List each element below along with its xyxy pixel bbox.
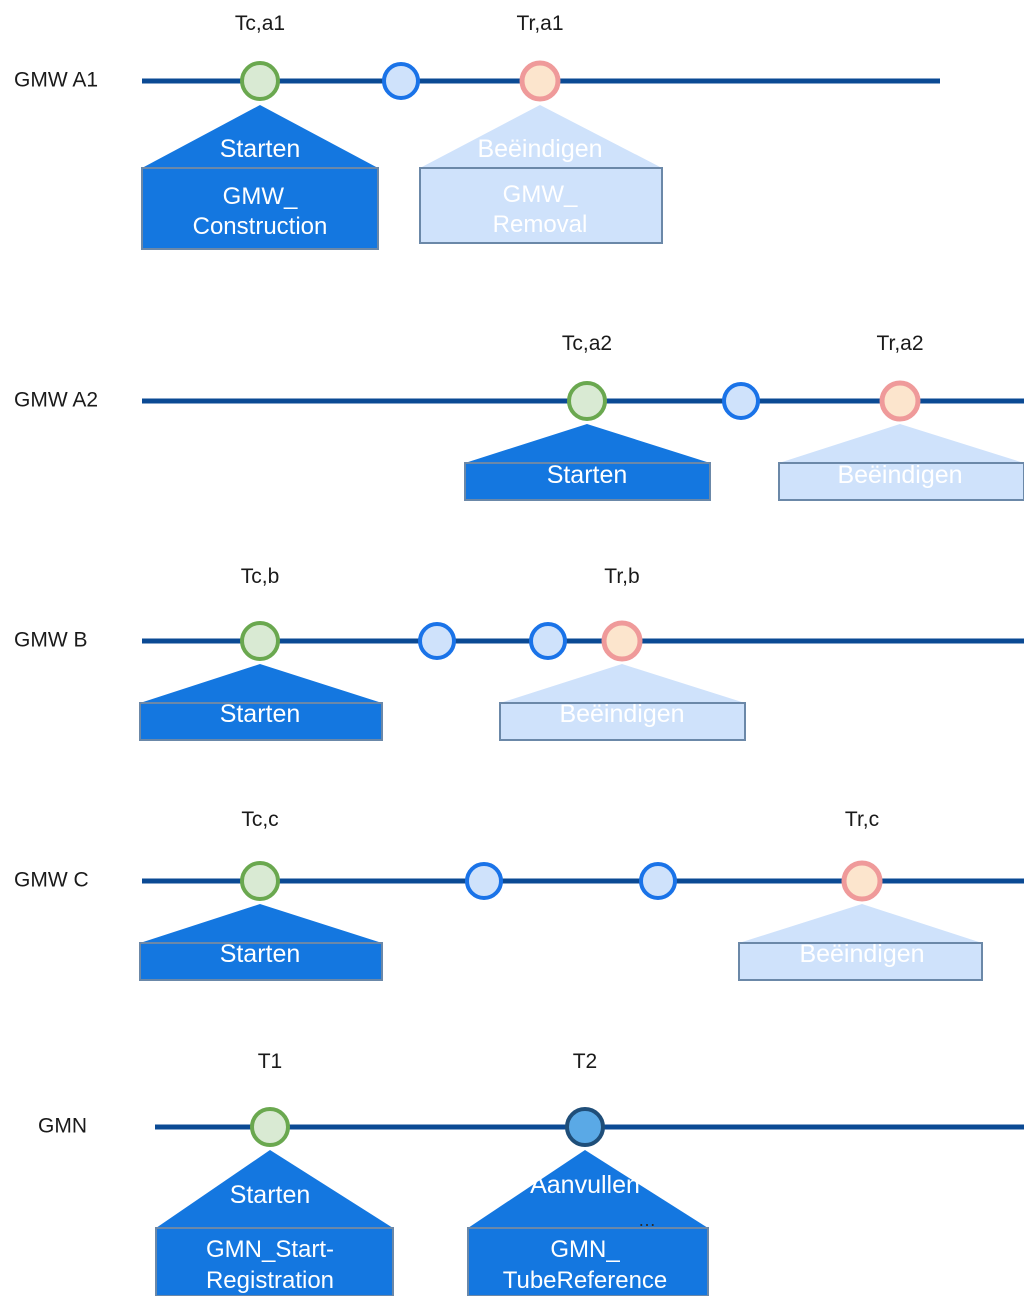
tick-label-gmw-a1-2: Tr,a1 bbox=[516, 12, 563, 35]
row-label-gmw-c: GMW C bbox=[14, 869, 89, 892]
green-start-event-gmw-b-0[interactable] bbox=[240, 621, 280, 661]
house-starten-c-action-label: Starten bbox=[220, 940, 301, 968]
green-start-event-gmn-0[interactable] bbox=[250, 1107, 290, 1147]
tick-label-gmw-a1-0: Tc,a1 bbox=[235, 12, 285, 35]
tick-label-gmw-b-3: Tr,b bbox=[604, 565, 639, 588]
house-gmn-start-registration-body bbox=[155, 1227, 394, 1296]
green-start-event-gmw-a1-0[interactable] bbox=[240, 61, 280, 101]
green-start-event-gmw-c-0[interactable] bbox=[240, 861, 280, 901]
house-gmw-removal-body bbox=[419, 167, 663, 244]
house-gmn-tubereference-action-label: Aanvullen bbox=[530, 1171, 640, 1199]
red-end-event-gmw-a1-2[interactable] bbox=[519, 60, 561, 102]
house-starten-b-action-label: Starten bbox=[220, 700, 301, 728]
house-starten-a2-roof bbox=[465, 424, 710, 463]
red-end-event-gmw-c-3[interactable] bbox=[841, 860, 883, 902]
house-gmw-construction-action-label: Starten bbox=[220, 135, 301, 163]
house-gmn-start-registration-action-label: Starten bbox=[230, 1181, 311, 1209]
house-starten-a2-action-label: Starten bbox=[547, 461, 628, 489]
house-beeindigen-c-action-label: Beëindigen bbox=[799, 940, 924, 968]
tick-label-gmw-a2-0: Tc,a2 bbox=[562, 332, 612, 355]
house-beeindigen-a2-action-label: Beëindigen bbox=[837, 461, 962, 489]
house-gmn-tubereference-ellipsis: … bbox=[638, 1210, 658, 1230]
green-start-event-gmw-a2-0[interactable] bbox=[567, 381, 607, 421]
house-starten-a2-body bbox=[464, 462, 711, 501]
red-end-event-gmw-b-3[interactable] bbox=[601, 620, 643, 662]
tick-label-gmw-c-3: Tr,c bbox=[845, 808, 879, 831]
house-gmw-construction-body-line-1: Construction bbox=[193, 213, 328, 240]
house-beeindigen-c: Beëindigen bbox=[738, 904, 983, 981]
tick-label-gmn-0: T1 bbox=[258, 1050, 283, 1073]
house-starten-b: Starten bbox=[139, 664, 383, 741]
blue-event-gmw-a1-1[interactable] bbox=[382, 62, 420, 100]
blue-event-gmw-a2-1[interactable] bbox=[722, 382, 760, 420]
house-starten-b-roof bbox=[140, 664, 382, 703]
timeline-row-gmw-a2: Starten Beëindigen GMW A2 Tc,a2 Tr,a2 bbox=[14, 332, 1024, 501]
house-gmw-construction-body bbox=[141, 167, 379, 250]
timeline-row-gmw-b: Starten Beëindigen GMW B Tc,b Tr,b bbox=[14, 565, 1024, 741]
row-label-gmw-a2: GMW A2 bbox=[14, 389, 98, 412]
house-gmn-tubereference: Aanvullen … GMN_ TubeReference bbox=[467, 1150, 709, 1296]
blue-event-gmw-b-1[interactable] bbox=[418, 622, 456, 660]
tick-label-gmw-a2-2: Tr,a2 bbox=[876, 332, 923, 355]
house-beeindigen-b-body bbox=[499, 702, 746, 741]
house-gmw-construction-roof bbox=[142, 105, 378, 168]
house-starten-a2: Starten bbox=[464, 424, 711, 501]
blue-event-gmw-c-1[interactable] bbox=[465, 862, 503, 900]
house-gmw-removal-body-line-0: GMW_ bbox=[503, 181, 578, 208]
blue-event-gmw-c-2[interactable] bbox=[639, 862, 677, 900]
house-gmn-start-registration-body-line-0: GMN_Start- bbox=[206, 1236, 334, 1263]
house-gmn-tubereference-body-line-1: TubeReference bbox=[503, 1267, 668, 1294]
tick-label-gmw-b-0: Tc,b bbox=[241, 565, 280, 588]
house-beeindigen-a2: Beëindigen bbox=[778, 424, 1024, 501]
blue-event-gmw-b-2[interactable] bbox=[529, 622, 567, 660]
house-gmn-start-registration-body-line-1: Registration bbox=[206, 1267, 334, 1294]
row-label-gmw-a1: GMW A1 bbox=[14, 69, 98, 92]
house-gmn-tubereference-body-line-0: GMN_ bbox=[550, 1236, 620, 1263]
red-end-event-gmw-a2-2[interactable] bbox=[879, 380, 921, 422]
house-gmn-start-registration-roof bbox=[156, 1150, 393, 1228]
house-starten-b-body bbox=[139, 702, 383, 741]
tick-label-gmn-1: T2 bbox=[573, 1050, 598, 1073]
house-beeindigen-a2-body bbox=[778, 462, 1024, 501]
house-beeindigen-c-body bbox=[738, 942, 983, 981]
house-gmn-tubereference-body bbox=[467, 1227, 709, 1296]
house-gmn-tubereference-roof bbox=[468, 1150, 708, 1228]
house-gmw-removal-roof bbox=[420, 105, 662, 168]
house-beeindigen-b-action-label: Beëindigen bbox=[559, 700, 684, 728]
house-beeindigen-b-roof bbox=[500, 664, 745, 703]
house-starten-c: Starten bbox=[139, 904, 383, 981]
timeline-row-gmw-c: Starten Beëindigen GMW C Tc,c Tr,c bbox=[14, 808, 1024, 981]
navy-event-gmn-1[interactable] bbox=[565, 1107, 605, 1147]
row-label-gmw-b: GMW B bbox=[14, 629, 88, 652]
house-beeindigen-b: Beëindigen bbox=[499, 664, 746, 741]
house-beeindigen-a2-roof bbox=[779, 424, 1024, 463]
house-beeindigen-c-roof bbox=[739, 904, 982, 943]
tick-label-gmw-c-0: Tc,c bbox=[241, 808, 278, 831]
house-gmw-construction-body-line-0: GMW_ bbox=[223, 183, 298, 210]
house-gmw-removal-action-label: Beëindigen bbox=[477, 135, 602, 163]
house-starten-c-body bbox=[139, 942, 383, 981]
row-label-gmn: GMN bbox=[38, 1115, 87, 1138]
house-gmw-removal-body-line-1: Removal bbox=[493, 211, 588, 238]
house-starten-c-roof bbox=[140, 904, 382, 943]
